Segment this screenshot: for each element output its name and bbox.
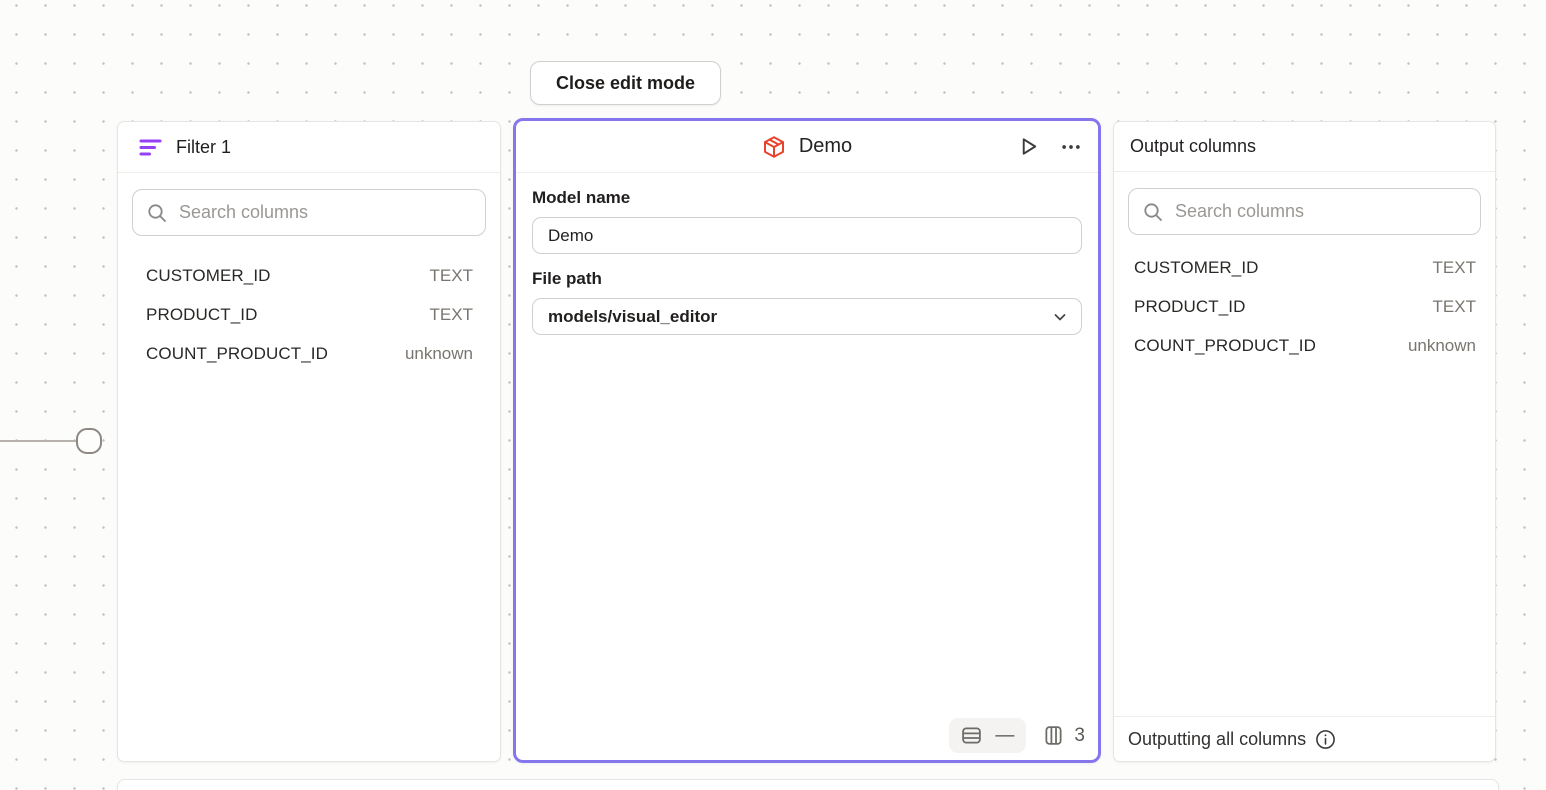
more-options-button[interactable] bbox=[1060, 136, 1082, 158]
columns-icon bbox=[1043, 725, 1064, 746]
column-type: TEXT bbox=[1432, 296, 1476, 316]
run-model-button[interactable] bbox=[1017, 135, 1040, 158]
ellipsis-icon bbox=[1060, 136, 1082, 158]
column-name: CUSTOMER_ID bbox=[1134, 257, 1259, 277]
output-panel-footer: Outputting all columns bbox=[1114, 716, 1495, 761]
output-column-list: CUSTOMER_ID TEXT PRODUCT_ID TEXT COUNT_P… bbox=[1114, 235, 1495, 365]
filter-column-list: CUSTOMER_ID TEXT PRODUCT_ID TEXT COUNT_P… bbox=[118, 236, 500, 373]
column-name: COUNT_PRODUCT_ID bbox=[1134, 335, 1317, 355]
column-type: TEXT bbox=[429, 304, 473, 324]
outputting-all-columns-text: Outputting all columns bbox=[1128, 728, 1307, 749]
filter-panel-title: Filter 1 bbox=[176, 136, 232, 157]
play-icon bbox=[1017, 135, 1040, 158]
output-panel-title: Output columns bbox=[1130, 136, 1257, 156]
connector-edge-line bbox=[0, 440, 77, 442]
model-panel-header: Demo bbox=[516, 121, 1098, 173]
column-count-value: 3 bbox=[1074, 724, 1085, 746]
filter-search-input[interactable] bbox=[179, 202, 471, 223]
column-row[interactable]: PRODUCT_ID TEXT bbox=[1114, 287, 1495, 326]
search-icon bbox=[1143, 202, 1163, 222]
column-name: PRODUCT_ID bbox=[146, 304, 258, 324]
column-row[interactable]: PRODUCT_ID TEXT bbox=[118, 295, 500, 334]
filter-icon bbox=[139, 138, 162, 157]
file-path-value: models/visual_editor bbox=[548, 306, 718, 326]
column-row[interactable]: COUNT_PRODUCT_ID unknown bbox=[1114, 326, 1495, 365]
row-count-value: — bbox=[995, 725, 1015, 746]
column-type: TEXT bbox=[429, 265, 473, 285]
output-search-box[interactable] bbox=[1128, 188, 1481, 235]
model-panel-footer: — 3 bbox=[949, 718, 1085, 753]
column-type: unknown bbox=[404, 343, 473, 363]
file-path-label: File path bbox=[532, 269, 602, 288]
model-name-label: Model name bbox=[532, 188, 631, 207]
filter-node-panel[interactable]: Filter 1 CUSTOMER_ID TEXT PRODUCT_ID TEX… bbox=[117, 121, 501, 762]
model-node-panel[interactable]: Demo Model name bbox=[513, 118, 1101, 763]
model-name-input[interactable] bbox=[532, 217, 1082, 254]
column-row[interactable]: CUSTOMER_ID TEXT bbox=[1114, 248, 1495, 287]
column-count-indicator[interactable]: 3 bbox=[1043, 725, 1085, 747]
file-path-select[interactable]: models/visual_editor bbox=[532, 298, 1082, 335]
filter-search-box[interactable] bbox=[132, 189, 486, 236]
row-count-indicator[interactable]: — bbox=[949, 718, 1027, 753]
column-type: unknown bbox=[1407, 335, 1476, 355]
info-icon[interactable] bbox=[1315, 729, 1336, 750]
results-panel-edge[interactable] bbox=[117, 779, 1499, 790]
column-type: TEXT bbox=[1432, 257, 1476, 277]
column-name: COUNT_PRODUCT_ID bbox=[146, 343, 329, 363]
column-row[interactable]: COUNT_PRODUCT_ID unknown bbox=[118, 334, 500, 373]
output-columns-panel[interactable]: Output columns CUSTOMER_ID TEXT PRODUCT_… bbox=[1113, 121, 1496, 762]
model-panel-title: Demo bbox=[798, 135, 853, 157]
close-edit-mode-button[interactable]: Close edit mode bbox=[530, 61, 721, 105]
output-panel-header: Output columns bbox=[1114, 122, 1495, 172]
rows-icon bbox=[961, 725, 982, 746]
model-cube-icon bbox=[762, 135, 786, 159]
filter-panel-header: Filter 1 bbox=[118, 122, 500, 173]
chevron-down-icon bbox=[1052, 309, 1068, 325]
model-panel-body: Model name File path models/visual_edito… bbox=[516, 173, 1098, 335]
output-search-input[interactable] bbox=[1175, 201, 1466, 222]
column-name: CUSTOMER_ID bbox=[146, 265, 271, 285]
column-name: PRODUCT_ID bbox=[1134, 296, 1246, 316]
connector-port-handle[interactable] bbox=[76, 428, 102, 454]
search-icon bbox=[147, 203, 167, 223]
column-row[interactable]: CUSTOMER_ID TEXT bbox=[118, 256, 500, 295]
